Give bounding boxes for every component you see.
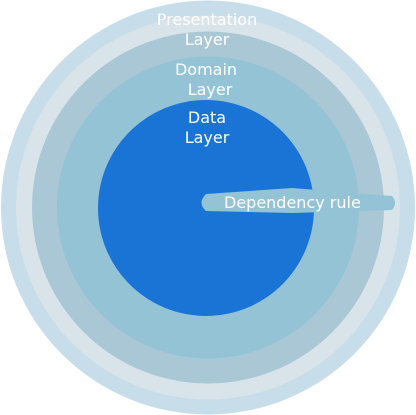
presentation-layer-label-line1: Presentation	[156, 10, 258, 29]
presentation-layer-label-line2: Layer	[184, 30, 230, 49]
data-layer-label: Data Layer	[127, 108, 287, 148]
presentation-layer-label: Presentation Layer	[127, 10, 287, 50]
data-layer-label-line2: Layer	[184, 128, 230, 147]
data-layer-label-line1: Data	[187, 108, 227, 127]
dependency-rule-arrow	[201, 188, 395, 213]
domain-layer-label: Domain Layer	[126, 60, 286, 100]
domain-layer-label-line2: Layer	[187, 80, 233, 99]
domain-layer-label-line1: Domain	[174, 60, 238, 79]
dependency-rule-label: Dependency rule	[224, 193, 361, 212]
